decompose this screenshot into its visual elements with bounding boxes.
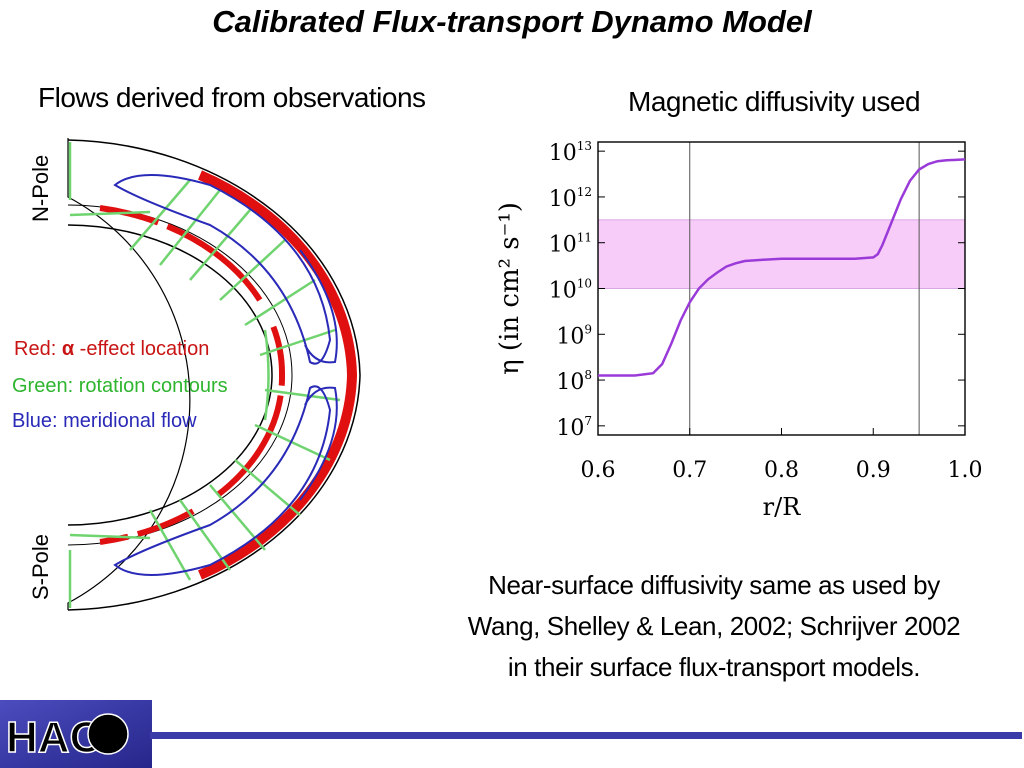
- legend-red-rest: -effect location: [74, 338, 210, 360]
- inner-surface: [67, 224, 273, 526]
- y-axis-label: η (in cm² s⁻¹): [495, 202, 525, 375]
- ytick-label-9: 109: [556, 322, 592, 349]
- ytick-label-11: 1011: [549, 231, 592, 258]
- outer-boundary: [67, 138, 191, 610]
- tachocline: [67, 204, 293, 546]
- shaded-band: [597, 219, 966, 289]
- ytick-label-10: 1010: [549, 277, 592, 304]
- caption-line-1: Near-surface diffusivity same as used by: [488, 570, 940, 600]
- diffusivity-chart: 1013 1012 1011 1010 109 108 107 0.6 0.7 0.8 0.9 1.0…: [495, 139, 983, 521]
- rotation-contours: [68, 142, 341, 608]
- n-pole-label: N-Pole: [28, 154, 53, 222]
- ytick-label-7: 107: [556, 414, 592, 441]
- legend-red-alpha: α: [61, 338, 75, 360]
- left-panel-heading: Flows derived from observations: [38, 82, 426, 113]
- caption-line-2: Wang, Shelley & Lean, 2002; Schrijver 20…: [467, 611, 961, 641]
- legend-blue: Blue: meridional flow: [12, 410, 197, 432]
- ytick-label-12: 1012: [549, 185, 592, 212]
- diffusivity-curve: [598, 158, 966, 377]
- alpha-band-tachocline: [99, 205, 286, 545]
- xtick-label-3: 0.9: [856, 458, 891, 483]
- hao-logo: HAO: [0, 700, 152, 768]
- legend-green: Green: rotation contours: [12, 375, 228, 397]
- ytick-label-8: 108: [556, 368, 592, 395]
- xtick-label-4: 1.0: [948, 458, 983, 483]
- meridional-flow: [113, 174, 338, 576]
- footer-rule: [150, 732, 1022, 739]
- alpha-band-surface: [198, 170, 358, 580]
- s-pole-label: S-Pole: [28, 533, 53, 600]
- legend-red-label: Red:: [14, 338, 62, 360]
- xtick-label-1: 0.7: [672, 458, 707, 483]
- flow-diagram: [67, 138, 361, 611]
- xtick-label-0: 0.6: [581, 458, 616, 483]
- ytick-label-13: 1013: [549, 139, 592, 166]
- legend-red: Red: α -effect location: [14, 338, 209, 361]
- right-panel-heading: Magnetic diffusivity used: [628, 86, 921, 117]
- caption-line-3: in their surface flux-transport models.: [507, 652, 921, 682]
- hao-logo-disc: [87, 713, 129, 755]
- outer-surface: [67, 139, 361, 611]
- caption: Near-surface diffusivity same as used by…: [430, 565, 998, 688]
- slide-title: Calibrated Flux-transport Dynamo Model: [212, 4, 812, 39]
- x-axis-label: r/R: [763, 493, 802, 521]
- xtick-label-2: 0.8: [764, 458, 799, 483]
